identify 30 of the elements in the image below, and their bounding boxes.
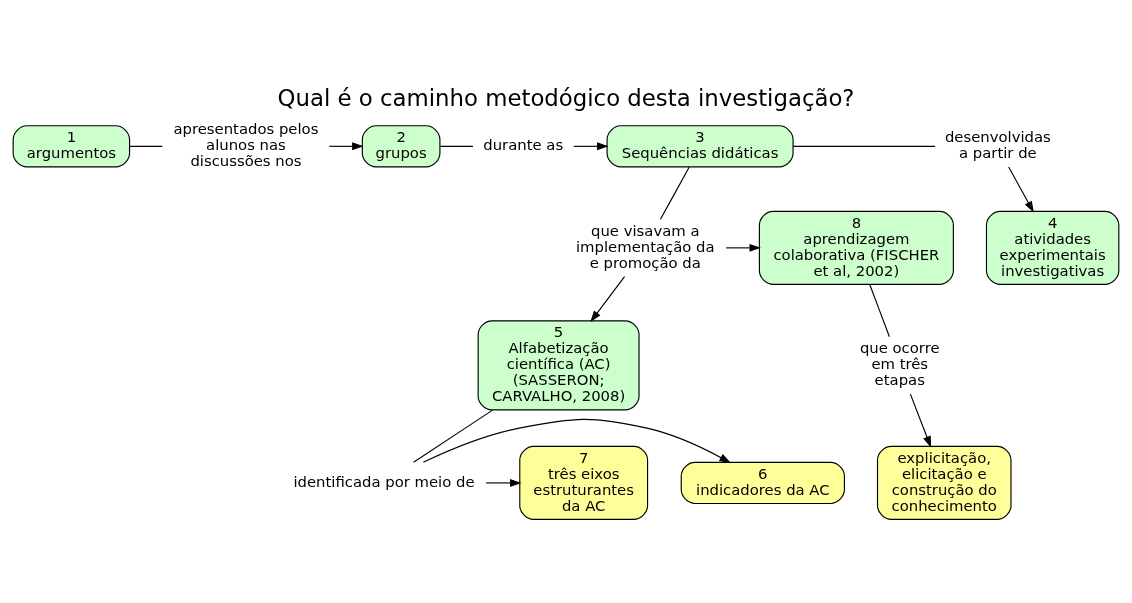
arrow — [909, 393, 932, 448]
node-text: identificada por meio de — [293, 472, 475, 490]
node-text: que ocorre em três etapas — [859, 339, 940, 389]
arrow — [1008, 166, 1034, 213]
node-text: durante as — [483, 136, 564, 154]
arrow — [725, 243, 761, 252]
diagram-title: Qual é o caminho metodógico desta investigação? — [277, 85, 855, 112]
node-box: 7 três eixos estruturantes da AC — [519, 445, 649, 520]
node-box: explicitação, elicitação e construção do conhecimento — [876, 445, 1012, 520]
node-box: 1 argumentos — [12, 125, 131, 168]
connector — [792, 145, 936, 147]
arrow — [422, 418, 731, 464]
arrow — [590, 276, 626, 323]
node-box: 3 Sequências didáticas — [606, 125, 794, 168]
node-box: 4 atividades experimentais investigativas — [985, 210, 1120, 285]
node-text: desenvolvidas a partir de — [944, 128, 1051, 162]
node-box: 2 grupos — [361, 125, 441, 168]
arrow — [328, 142, 364, 151]
node-box: 8 aprendizagem colaborativa (FISCHER et al, 2002) — [758, 210, 954, 285]
connector — [869, 283, 890, 338]
arrow — [573, 142, 609, 151]
node-box: 5 Alfabetização científica (AC) (SASSERON; CARVALHO, 2008) — [477, 320, 640, 411]
node-text: que visavam a implementação da e promoção da — [576, 221, 715, 271]
connector — [659, 166, 690, 220]
connector — [439, 145, 474, 147]
node-box: 6 indicadores da AC — [680, 461, 845, 505]
arrow — [485, 478, 522, 487]
node-text: apresentados pelos alunos nas discussões nos — [173, 120, 319, 170]
connector — [413, 409, 494, 463]
connector — [129, 145, 163, 147]
